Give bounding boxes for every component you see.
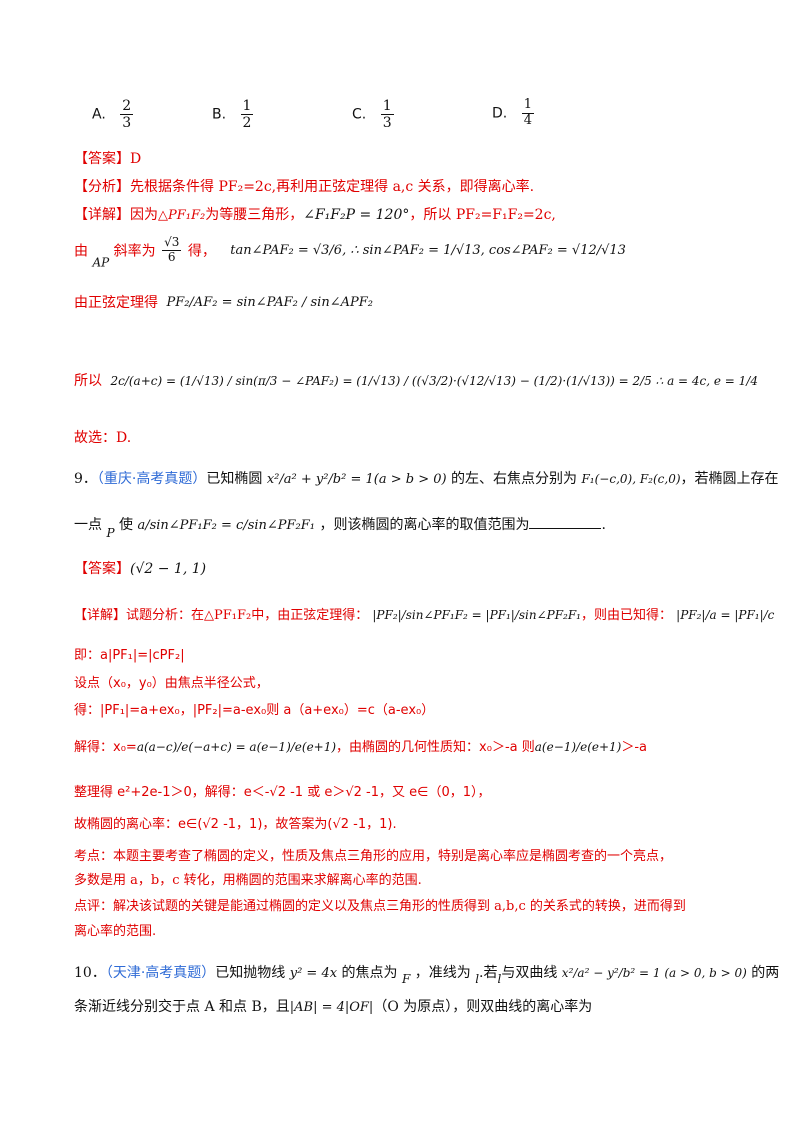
q9-condition: a/sin∠PF₁F₂ = c/sin∠PF₂F₁: [137, 518, 315, 533]
q10-number: 10．: [74, 965, 106, 981]
q10-stem-text-6: 的两: [751, 965, 780, 981]
q8-conclusion: 故选：D.: [74, 430, 132, 446]
q9-line-e: 整理得 e²+2e-1＞0，解得：e＜-√2 -1 或 e＞√2 -1，又 e∈…: [74, 785, 491, 800]
q9-ellipse-equation: x²/a² + y²/b² = 1(a > b > 0): [266, 472, 447, 487]
q9-number: 9．: [74, 471, 97, 487]
q9-kaodian-2: 多数是用 a，b，c 转化，用椭圆的范围来求解离心率的范围.: [74, 873, 422, 888]
q9-line-d-text-2: ，由椭圆的几何性质知：x₀＞-a 则: [336, 740, 535, 755]
q9-line-d-math: a(a−c)/e(−a+c) = a(e−1)/e(e+1): [136, 740, 337, 754]
q8-analysis-tag: 【分析】: [74, 179, 130, 195]
q8-line2-math: tan∠PAF₂ = √3/6, ∴ sin∠PAF₂ = 1/√13, cos…: [230, 242, 626, 258]
q8-line4-math: 2c/(a+c) = (1/√13) / sin(π/3 − ∠PAF₂) = …: [110, 374, 758, 388]
q9-dianping-2: 离心率的范围.: [74, 924, 157, 939]
q8-analysis: 【分析】先根据条件得 PF₂=2c,再利用正弦定理得 a,c 关系，即得离心率.: [74, 176, 534, 196]
q8-line2-text-a: 由: [74, 243, 88, 260]
q8-detail-text-c: 为等腰三角形，: [205, 207, 304, 223]
q9-line-d: 解得：x₀=a(a−c)/e(−a+c) = a(e−1)/e(e+1)，由椭圆…: [74, 736, 647, 755]
q9-stem-text-4: 一点: [74, 517, 102, 533]
q8-line2-ap: AP: [92, 255, 110, 270]
q9-answer-blank[interactable]: [529, 516, 602, 529]
q8-angle: ∠F₁F₂P = 120°: [303, 207, 410, 223]
q9-detail-sine-law: |PF₂|/sin∠PF₁F₂ = |PF₁|/sin∠PF₂F₁: [372, 608, 581, 622]
q10-directrix-l-2: l: [497, 972, 502, 986]
q8-detail-line1: 【详解】因为△PF₁F₂为等腰三角形，∠F₁F₂P = 120°，所以 PF₂=…: [74, 204, 556, 224]
q9-line-a: 即：a|PF₁|=|cPF₂|: [74, 648, 185, 663]
q9-answer-tag: 【答案】: [74, 561, 130, 577]
q8-detail-tag: 【详解】: [74, 207, 130, 223]
q10-condition: |AB| = 4|OF|: [289, 1000, 374, 1015]
q9-stem-end: .: [601, 517, 606, 533]
q9-dianping-1: 点评：解决该试题的关键是能通过椭圆的定义以及焦点三角形的性质得到 a,b,c 的…: [74, 899, 686, 914]
q10-stem-line1: 10．（天津·高考真题）已知抛物线 y² = 4x 的焦点为 F ，准线为 l.…: [74, 962, 779, 986]
q10-directrix-l: l: [475, 972, 480, 986]
q8-line4: 所以 2c/(a+c) = (1/√13) / sin(π/3 − ∠PAF₂)…: [74, 370, 758, 390]
q9-foci: F₁(−c,0), F₂(c,0): [581, 472, 681, 486]
q9-answer-value: (√2 − 1, 1): [130, 561, 207, 577]
q10-stem-text-2: 的焦点为: [341, 965, 398, 981]
q8-line3-text: 由正弦定理得: [74, 295, 158, 311]
q9-line-d-text-1: 解得：x₀=: [74, 740, 137, 755]
q8-answer: 【答案】D: [74, 151, 142, 167]
q9-line-c: 得：|PF₁|=a+ex₀，|PF₂|=a-ex₀则 a（a+ex₀）=c（a-…: [74, 703, 435, 718]
q9-answer: 【答案】(√2 − 1, 1): [74, 558, 206, 578]
q8-line3: 由正弦定理得 PF₂/AF₂ = sin∠PAF₂ / sin∠APF₂: [74, 292, 373, 312]
q9-stem-text-5: 使: [118, 517, 133, 533]
option-a-label: A.: [92, 106, 106, 123]
q9-line-f: 故椭圆的离心率：e∈(√2 -1，1)，故答案为(√2 -1，1).: [74, 817, 397, 832]
q9-line-d-text-3: ＞-a: [621, 740, 648, 755]
q8-triangle: △PF₁F₂: [158, 208, 206, 223]
q9-detail-text: 试题分析：在△PF₁F₂中，由正弦定理得：: [126, 608, 369, 623]
q8-detail-text-a: 因为: [130, 207, 158, 223]
q8-line4-text: 所以: [74, 373, 102, 389]
q9-stem-line2: 一点 P 使 a/sin∠PF₁F₂ = c/sin∠PF₂F₁ ，则该椭圆的离…: [74, 514, 606, 540]
q9-stem-text-3: ，若椭圆上存在: [680, 471, 779, 487]
q9-detail-tag: 【详解】: [74, 608, 127, 623]
q10-stem-text-3: ，准线为: [414, 965, 471, 981]
q9-line-b: 设点（x₀，y₀）由焦点半径公式，: [74, 676, 269, 691]
q8-analysis-text: 先根据条件得 PF₂=2c,再利用正弦定理得 a,c 关系，即得离心率.: [130, 179, 535, 195]
q10-stem-text-7: 条渐近线分别交于点 A 和点 B，且: [74, 999, 290, 1015]
option-b-label: B.: [212, 106, 227, 123]
q10-parabola: y² = 4x: [289, 966, 338, 981]
q10-stem-text-4: .若: [479, 965, 498, 981]
q9-point-p: P: [106, 526, 115, 540]
q9-detail-line1: 【详解】试题分析：在△PF₁F₂中，由正弦定理得： |PF₂|/sin∠PF₁F…: [74, 604, 774, 623]
q8-detail-text-e: ，所以 PF₂=F₁F₂=2c,: [409, 207, 556, 223]
q9-stem-text-6: ，则该椭圆的离心率的取值范围为: [319, 517, 530, 533]
q9-detail-ratio: |PF₂|/a = |PF₁|/c: [676, 608, 775, 622]
q10-stem-line2: 条渐近线分别交于点 A 和点 B，且|AB| = 4|OF|（O 为原点），则双…: [74, 996, 592, 1016]
q10-stem-text-8: （O 为原点），则双曲线的离心率为: [373, 999, 593, 1015]
q8-line2-text-b: 斜率为: [113, 243, 156, 260]
q9-source: （重庆·高考真题）: [96, 471, 207, 487]
q10-hyperbola: x²/a² − y²/b² = 1 (a > 0, b > 0): [561, 966, 747, 980]
q9-kaodian-1: 考点：本题主要考查了椭圆的定义，性质及焦点三角形的应用，特别是离心率应是椭圆考查…: [74, 849, 673, 864]
q9-stem-text-1: 已知椭圆: [206, 471, 263, 487]
q9-stem-text-2: 的左、右焦点分别为: [451, 471, 578, 487]
option-c-label: C.: [352, 106, 367, 123]
q10-focus-f: F: [401, 972, 411, 986]
q10-stem-text-5: 与双曲线: [501, 965, 558, 981]
q9-detail-text-b: ，则由已知得：: [581, 608, 673, 623]
q9-stem-line1: 9．（重庆·高考真题）已知椭圆 x²/a² + y²/b² = 1(a > b …: [74, 468, 779, 488]
q8-line3-math: PF₂/AF₂ = sin∠PAF₂ / sin∠APF₂: [166, 294, 373, 310]
q9-line-d-math-2: a(e−1)/e(e+1): [534, 740, 622, 754]
q8-line2-text-c: 得，: [187, 243, 216, 260]
q10-source: （天津·高考真题）: [105, 965, 216, 981]
option-d-label: D.: [492, 105, 508, 122]
q10-stem-text-1: 已知抛物线: [215, 965, 286, 981]
